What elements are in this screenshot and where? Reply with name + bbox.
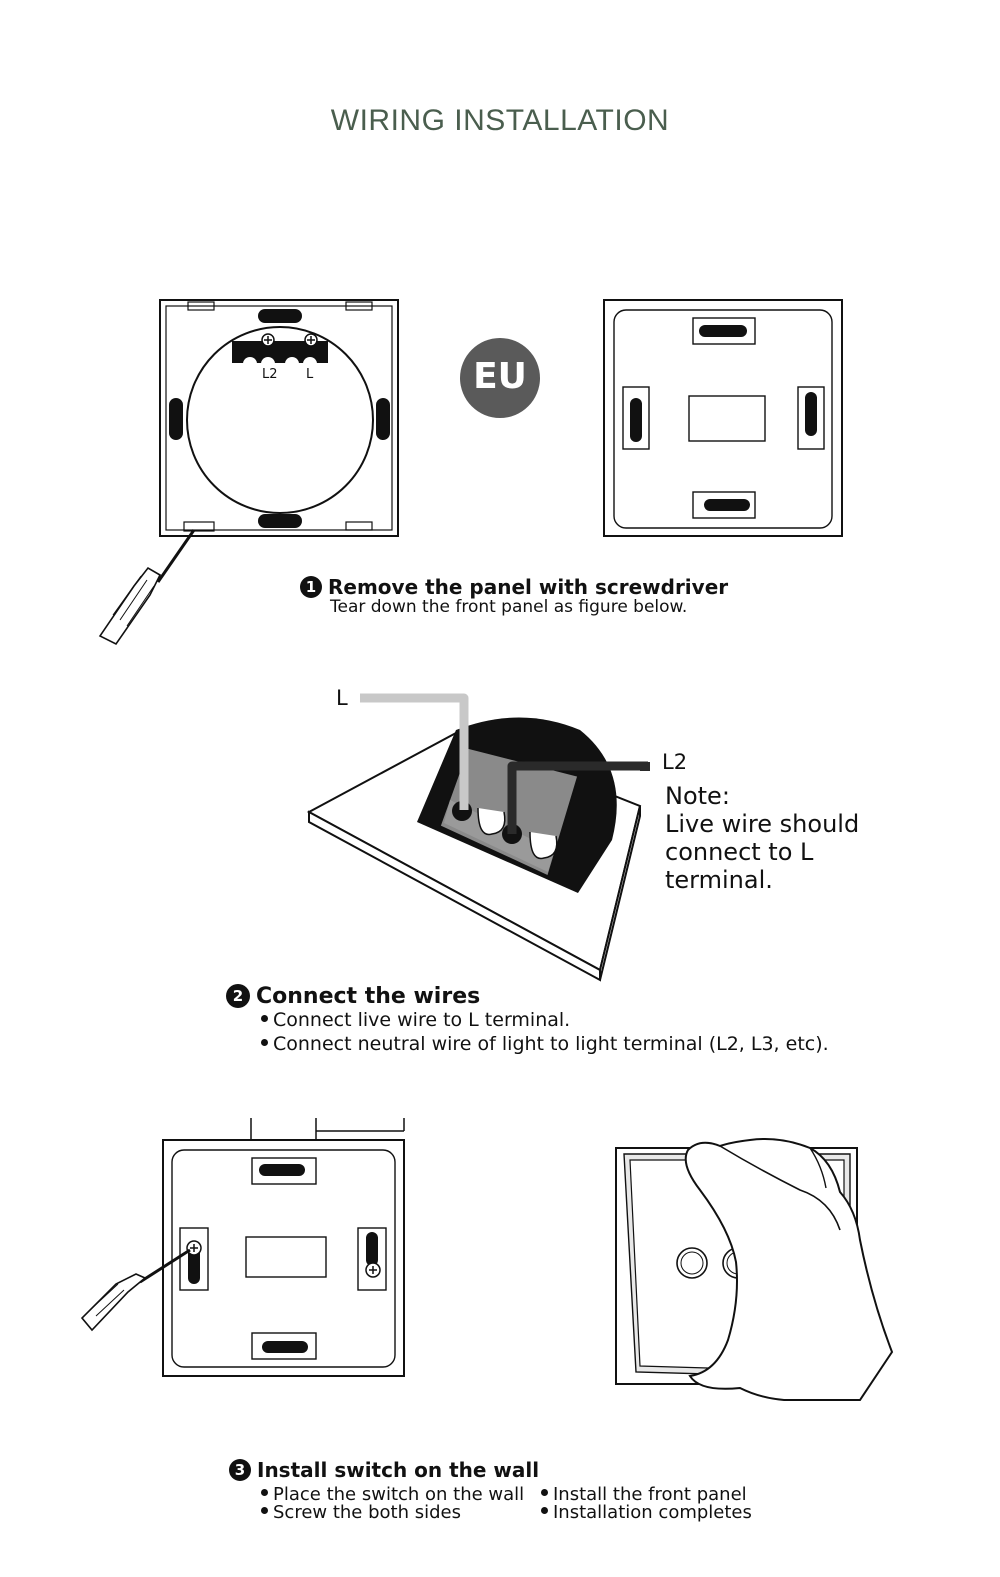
wiring-diagram [306,693,650,982]
step1-subtitle: Tear down the front panel as figure belo… [330,597,688,617]
mounting-frame-diagram [603,299,843,537]
step1-title: Remove the panel with screwdriver [328,575,729,599]
wire-l-label: L [336,686,348,710]
step3-bullet: Place the switch on the wall [261,1485,524,1504]
wire-l2-label: L2 [662,750,688,774]
step2-number: 2 [226,984,250,1008]
screw-icon [186,1240,381,1278]
step3-title: Install switch on the wall [257,1458,540,1482]
step3-bullet: Installation completes [541,1503,752,1522]
wiring-note: Note: Live wire should connect to L term… [665,782,859,894]
eu-badge-label: EU [473,356,527,397]
step3-bullet: Screw the both sides [261,1503,461,1522]
hand-icon [684,1138,894,1401]
step1-number: 1 [300,576,322,598]
step2-bullet: Connect neutral wire of light to light t… [261,1033,829,1055]
step2-bullet: Connect live wire to L terminal. [261,1009,570,1031]
mounted-frame-diagram [162,1118,405,1377]
step3-bullet: Install the front panel [541,1485,747,1504]
terminal-l-label: L [306,367,314,382]
note-line: connect to L [665,838,814,866]
mounting-slots [169,309,390,528]
step3-heading: 3 Install switch on the wall [229,1458,539,1482]
eu-badge [460,338,540,418]
terminal-block [232,333,328,371]
note-line: Live wire should [665,810,860,838]
screwdriver-icon [98,529,196,646]
note-line: terminal. [665,866,773,894]
note-line: Note: [665,782,730,810]
terminal-l2-label: L2 [262,367,278,382]
step1-heading: 1 Remove the panel with screwdriver [300,575,728,599]
back-plate-diagram [159,299,399,537]
step2-title: Connect the wires [256,984,481,1009]
page-title: WIRING INSTALLATION [330,104,670,137]
step3-number: 3 [229,1459,251,1481]
screwdriver-icon [80,1248,191,1332]
